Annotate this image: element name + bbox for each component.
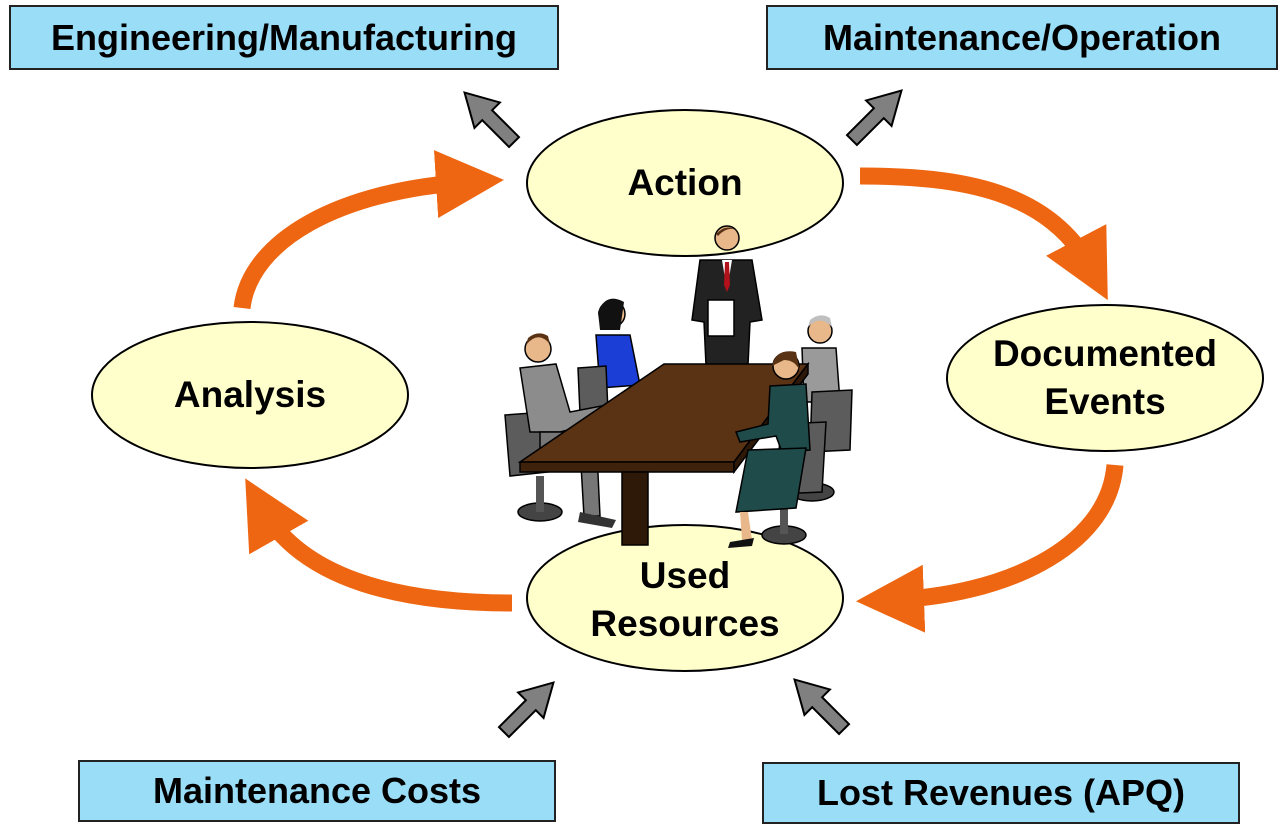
arrow-action-to-maintenance: [845, 89, 903, 147]
maintenance-costs-box: Maintenance Costs: [78, 760, 556, 822]
resources-label: Resources: [590, 603, 780, 644]
used-resources-node: Used Resources: [527, 525, 843, 671]
events-label: Events: [1044, 381, 1166, 422]
analysis-label: Analysis: [173, 374, 327, 415]
analysis-node: Analysis: [92, 322, 408, 468]
lost-revenues-label: Lost Revenues (APQ): [816, 772, 1186, 813]
arrow-used-to-analysis: [245, 478, 513, 612]
arrow-documented-to-used: [856, 463, 1124, 633]
documented-events-oval: [946, 304, 1264, 452]
maintenance-operation-box: Maintenance/Operation: [766, 5, 1278, 70]
analysis-oval: [91, 321, 409, 469]
meeting-table-illustration-icon: [504, 225, 853, 548]
documented-label: Documented: [992, 333, 1218, 374]
action-label: Action: [627, 162, 743, 203]
arrow-revenues-to-used: [793, 678, 851, 736]
lost-revenues-box: Lost Revenues (APQ): [762, 762, 1240, 824]
used-label: Used: [639, 555, 731, 596]
used-resources-oval: [526, 524, 844, 672]
action-node: Action: [527, 110, 843, 256]
action-oval: [526, 109, 844, 257]
maintenance-operation-label: Maintenance/Operation: [822, 16, 1222, 58]
arrow-action-to-engineering: [463, 91, 521, 149]
maintenance-costs-label: Maintenance Costs: [152, 770, 482, 811]
engineering-manufacturing-box: Engineering/Manufacturing: [9, 5, 559, 70]
arrow-action-to-documented: [859, 167, 1108, 301]
arrow-costs-to-used: [497, 681, 555, 739]
arrow-analysis-to-action: [233, 150, 504, 310]
documented-events-node: Documented Events: [947, 305, 1263, 451]
engineering-manufacturing-label: Engineering/Manufacturing: [50, 16, 517, 58]
